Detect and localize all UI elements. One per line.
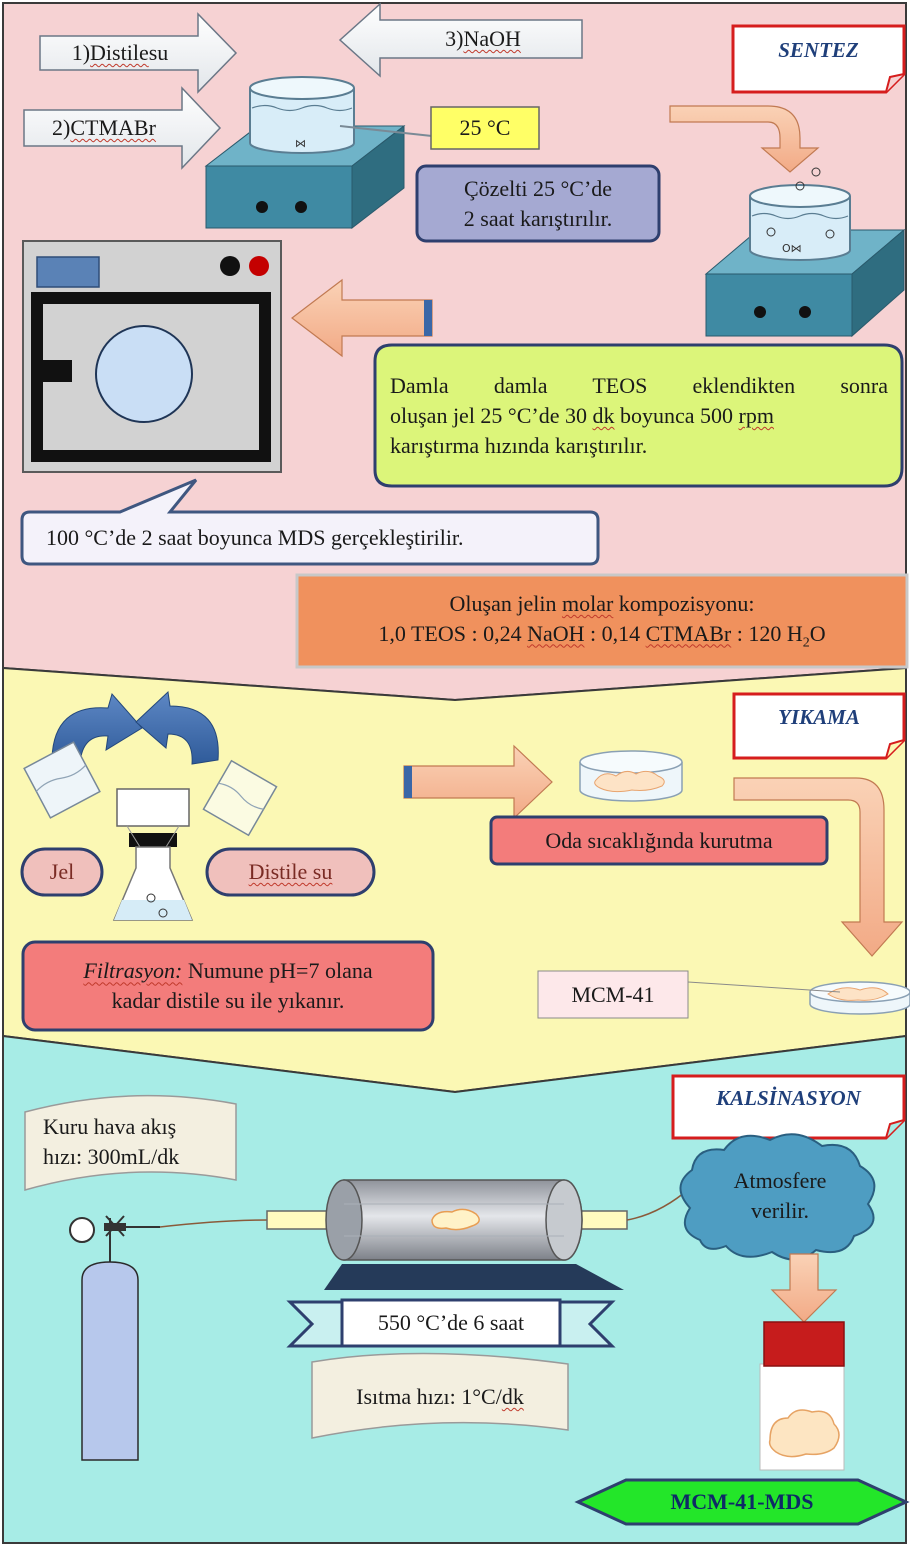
stir-note-box [415,164,661,243]
oven-condition-ribbon [286,1298,616,1348]
filtration-note: Filtrasyon: Numune pH=7 olana kadar dist… [23,942,433,1030]
air-flow-note: Kuru hava akış hızı: 300mL/dk [25,1104,236,1180]
distile-su-beaker-icon [202,759,278,837]
gas-cylinder-icon [69,1215,160,1461]
molar-composition-title: Oluşan jelin molar kompozisyonu: [450,589,755,619]
step1-word: Distile [90,40,149,66]
mcm41-label: MCM-41 [571,981,655,1007]
atmosphere-line2: verilir. [750,1198,810,1223]
drying-label-box [489,815,829,866]
step1-distile-su-label: 1) Distile su [40,36,200,70]
teos-note-line2: oluşan jel 25 °C’de 30 dk boyunca 500 rp… [390,401,888,431]
molar-composition: Oluşan jelin molar kompozisyonu: 1,0 TEO… [297,575,907,667]
oven-condition-label: 550 °C’de 6 saat [377,1310,525,1336]
filtration-note-line2: kadar distile su ile yıkanır. [111,988,345,1013]
heating-rate-dk: dk [501,1384,524,1410]
air-flow-flag [24,1094,237,1191]
filtration-note-line1-text: Numune pH=7 olana [182,958,373,984]
petri-dish-dry-icon [809,981,910,1015]
molar-formula-d: O [809,620,826,646]
distile-su-label-oval [205,847,376,897]
jel-label: Jel [49,859,75,885]
product-label: MCM-41-MDS [670,1489,814,1515]
magnetic-stirrer-2: O⋈ [704,167,906,338]
ctmabr-arrow [23,86,222,170]
molar-title-b: molar [561,591,614,617]
teos-note-box [373,343,904,488]
teos-note: Damla damla TEOS eklendikten sonra oluşa… [390,360,888,472]
air-flow-line2: hızı: 300mL/dk [43,1144,180,1169]
molar-formula-c: : 120 H [731,620,803,646]
step2-number: 2) [52,115,71,141]
filtration-flask-icon [112,788,194,921]
teos-note-line1: Damla damla TEOS eklendikten sonra [390,373,888,399]
product-vial-icon [759,1321,845,1471]
pour-arrow-right [135,690,219,765]
product-label-shape [574,1478,910,1526]
arrow-to-oven [291,278,433,358]
molar-formula-a: 1,0 TEOS : 0,24 [378,620,528,646]
temperature-box [430,106,540,150]
arrow-to-vial [770,1253,838,1323]
molar-composition-box [295,573,909,669]
filtration-note-box [21,940,435,1032]
molar-formula-naoh: NaOH [527,620,585,646]
curved-arrow-down [733,777,904,957]
distile-su-text: Distile su [248,859,333,885]
yikama-tag: YIKAMA [778,704,860,729]
jel-label-oval [20,847,104,897]
drying-label: Oda sıcaklığında kurutma [545,827,773,853]
molar-formula-sub: 2 [802,635,810,651]
curved-arrow-to-stirrer-2 [669,105,820,173]
molar-formula-b: : 0,14 [584,620,646,646]
step3-word: NaOH [463,26,521,52]
step3-naoh-label: 3) NaOH [384,20,582,58]
step1-tail: su [148,40,169,66]
heating-rate-flag [311,1352,569,1439]
svg-text:⋈: ⋈ [295,137,306,150]
stir-note: Çözelti 25 °C’de 2 saat karıştırılır. [417,166,659,241]
distile-su-arrow [39,12,238,94]
teos-note-line3: karıştırma hızında karıştırılır. [390,432,648,458]
teos-note-dk: dk [592,403,615,429]
distile-su-label: Distile su [207,849,374,895]
filtration-note-italic: Filtrasyon: [83,958,183,984]
mcm41-label-box [537,970,689,1019]
teos-note-line2-a: oluşan jel 25 °C’de 30 [390,403,593,429]
stir-note-line2: 2 saat karıştırılır. [463,205,613,231]
mds-callout [20,478,600,566]
svg-text:O⋈: O⋈ [782,242,802,255]
molar-title-a: Oluşan jelin [449,591,562,617]
jel-beaker-icon [23,741,101,819]
filtration-note-line1: Filtrasyon: Numune pH=7 olana [83,956,372,986]
heating-rate-label: Isıtma hızı: 1°C/dk [312,1366,568,1428]
step2-word: CTMABr [70,115,156,141]
step1-number: 1) [71,40,91,66]
petri-dish-wet-icon [579,750,683,802]
molar-formula-ctmabr: CTMABr [645,620,732,646]
temperature-label: 25 °C [459,115,511,141]
molar-composition-formula: 1,0 TEOS : 0,24 NaOH : 0,14 CTMABr : 120… [378,619,825,653]
step3-number: 3) [445,26,464,52]
molar-title-c: kompozisyonu: [613,591,755,617]
naoh-arrow [338,2,583,78]
teos-note-rpm: rpm [738,403,774,429]
atmosphere-note: Atmosfere verilir. [700,1158,860,1234]
tube-furnace-icon [266,1179,628,1290]
teos-note-line2-b: boyunca 500 [614,403,739,429]
magnetic-stirrer-1: ⋈ [204,76,433,230]
stir-note-line1: Çözelti 25 °C’de [463,175,613,201]
sentez-tag: SENTEZ [778,37,859,62]
oven-icon [22,240,282,473]
atmosphere-line1: Atmosfere [733,1168,827,1194]
mds-note: 100 °C’de 2 saat boyunca MDS gerçekleşti… [46,525,464,551]
step2-ctmabr-label: 2) CTMABr [24,110,184,146]
air-flow-line1: Kuru hava akış [43,1114,177,1140]
arrow-to-drying [403,744,553,820]
heating-rate-text: Isıtma hızı: 1°C/ [356,1384,502,1410]
kalsinasyon-tag: KALSİNASYON [716,1085,861,1110]
atmosphere-cloud-icon [679,1133,876,1261]
